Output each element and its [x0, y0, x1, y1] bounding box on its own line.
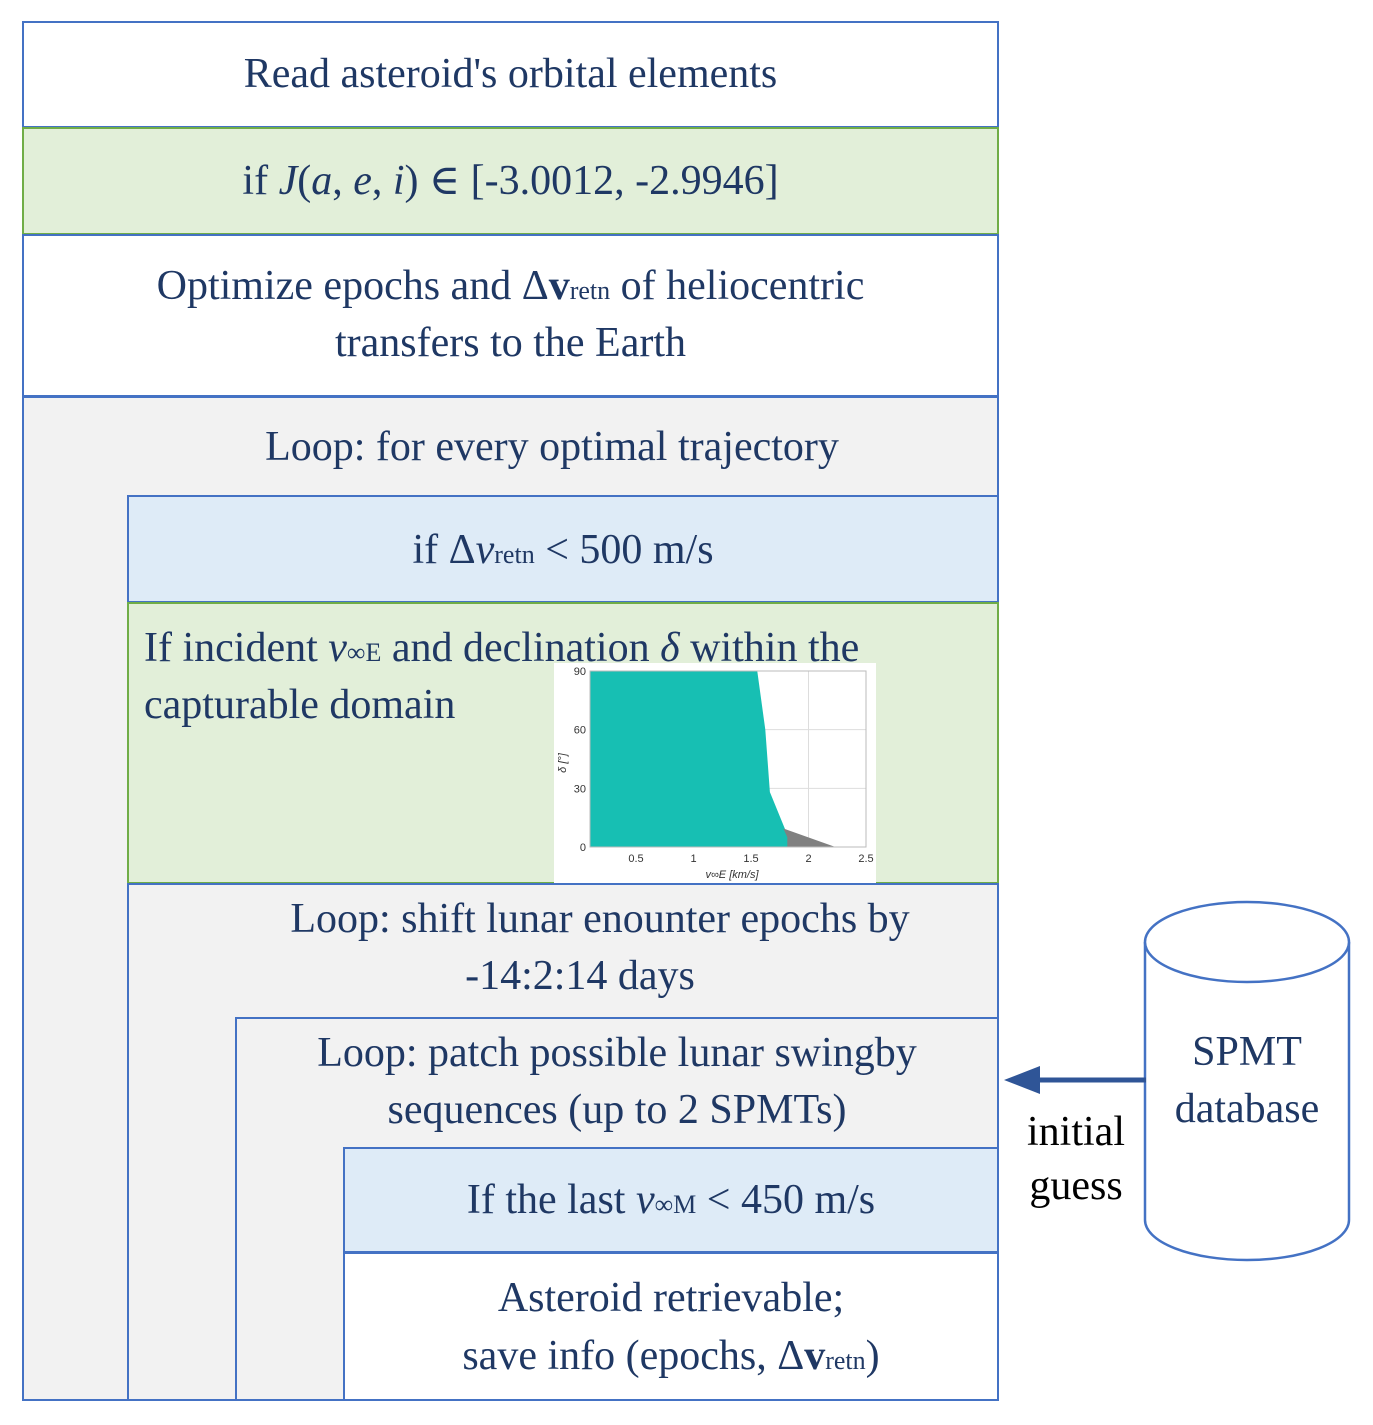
optimize-text-line2: transfers to the Earth — [334, 320, 687, 366]
x-tick-label: 2 — [805, 853, 811, 865]
result-box — [343, 1252, 999, 1401]
loop1-text: Loop: for every optimal trajectory — [265, 424, 839, 470]
read-box — [22, 21, 999, 128]
read-text: Read asteroid's orbital elements — [243, 51, 778, 97]
result-text-line2: save info (epochs, Δvretn) — [462, 1333, 880, 1379]
x-tick-label: 0.5 — [628, 853, 643, 865]
dv-check-text: if Δvretn < 500 m/s — [412, 527, 714, 573]
loop3-text-line2: sequences (up to 2 SPMTs) — [387, 1087, 847, 1133]
chart-xlabel: v∞E [km/s] — [705, 869, 759, 881]
y-tick-label: 60 — [574, 725, 586, 737]
incident-text-line2: capturable domain — [144, 682, 456, 728]
capturable-domain-chart: 0.5 1 1.5 2 2.5 0 30 60 90 v∞E [km/s] δ [°] — [554, 663, 876, 883]
x-tick-label: 1 — [690, 853, 696, 865]
y-tick-label: 90 — [574, 666, 586, 678]
plot-frame — [589, 670, 867, 848]
initial-guess-arrow — [1004, 1066, 1146, 1094]
arrow-label-line2: guess — [1029, 1163, 1123, 1209]
loop2-text-line2: -14:2:14 days — [465, 953, 695, 999]
y-tick-label: 0 — [580, 842, 586, 854]
y-tick-label: 30 — [574, 783, 586, 795]
spmt-database-cylinder — [1143, 900, 1351, 1262]
x-tick-label: 1.5 — [743, 853, 758, 865]
chart-ticks: 0.5 1 1.5 2 2.5 0 30 60 90 — [574, 666, 874, 865]
arrow-label-line1: initial — [1027, 1109, 1125, 1155]
chart-ylabel: δ [°] — [557, 752, 569, 773]
last-vinf-check-box — [343, 1147, 999, 1253]
result-text-line1: Asteroid retrievable; — [497, 1275, 845, 1321]
database-label-line1: SPMT — [1192, 1029, 1302, 1075]
loop2-text-line1: Loop: shift lunar enounter epochs by — [290, 896, 910, 942]
jacobi-text: if J(a, e, i) ∈ [-3.0012, -2.9946] — [242, 158, 779, 204]
optimize-text-line1: Optimize epochs and Δvretn of heliocentr… — [156, 263, 865, 309]
area-series-0 — [589, 670, 789, 848]
jacobi-condition-box — [22, 127, 999, 235]
x-tick-label: 2.5 — [858, 853, 873, 865]
database-label-line2: database — [1174, 1086, 1320, 1132]
loop3-text-line1: Loop: patch possible lunar swingby — [317, 1030, 917, 1076]
last-check-text: If the last v∞M < 450 m/s — [466, 1177, 876, 1223]
